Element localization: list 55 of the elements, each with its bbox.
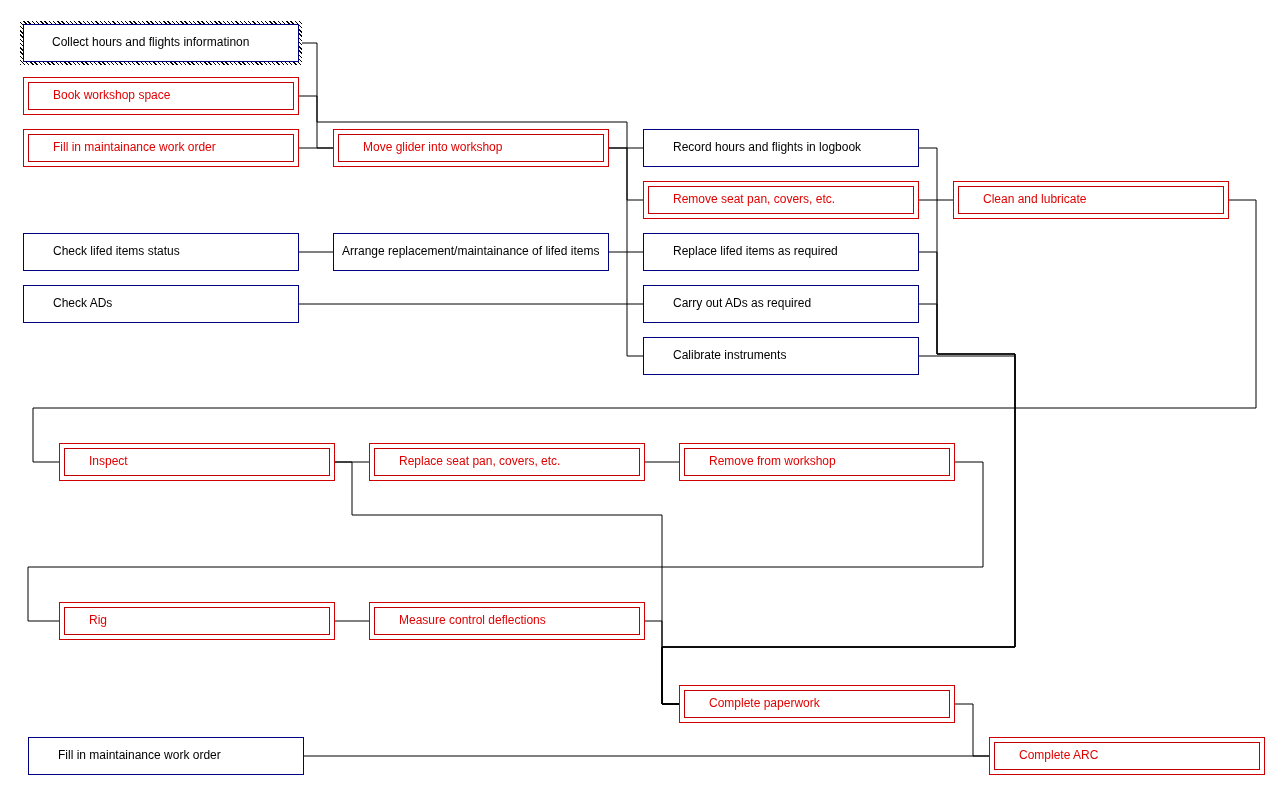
task-box xyxy=(23,77,299,115)
task-box xyxy=(369,602,645,640)
task-label: Calibrate instruments xyxy=(673,348,787,362)
task-label: Check ADs xyxy=(53,296,113,310)
connector-line xyxy=(608,147,644,357)
task-label: Record hours and flights in logbook xyxy=(673,140,862,154)
task-label: Book workshop space xyxy=(53,88,171,102)
task-box xyxy=(333,233,609,271)
connector-line xyxy=(644,620,680,705)
connector-line xyxy=(334,620,370,622)
task-label: Move glider into workshop xyxy=(363,140,503,154)
task-box xyxy=(23,129,299,167)
connector-line xyxy=(303,755,990,757)
task-label: Replace seat pan, covers, etc. xyxy=(399,454,561,468)
task-box xyxy=(20,21,302,65)
task-box xyxy=(23,233,299,271)
connector-line xyxy=(298,303,644,305)
task-label: Fill in maintainance work order xyxy=(53,140,216,154)
task-label: Complete paperwork xyxy=(709,696,820,710)
task-box xyxy=(28,737,304,775)
connector-line xyxy=(918,199,954,201)
task-label: Measure control deflections xyxy=(399,613,546,627)
task-box xyxy=(59,602,335,640)
task-label: Carry out ADs as required xyxy=(673,296,812,310)
task-box xyxy=(369,443,645,481)
task-label: Fill in maintainance work order xyxy=(58,748,221,762)
task-label: Clean and lubricate xyxy=(983,192,1087,206)
task-box xyxy=(643,181,919,219)
task-box xyxy=(333,129,609,167)
task-box xyxy=(953,181,1229,219)
connector-line xyxy=(301,42,644,149)
connector-line xyxy=(298,147,334,149)
task-box xyxy=(679,443,955,481)
task-box xyxy=(59,443,335,481)
connector-line xyxy=(298,251,334,253)
task-label: Arrange replacement/maintainance of lifed items xyxy=(342,244,600,258)
connector-line xyxy=(644,461,680,463)
task-label: Replace lifed items as required xyxy=(673,244,838,258)
task-box xyxy=(643,129,919,167)
task-label: Check lifed items status xyxy=(53,244,180,258)
task-box xyxy=(643,285,919,323)
connector-line xyxy=(27,461,984,622)
task-box xyxy=(989,737,1265,775)
task-label: Complete ARC xyxy=(1019,748,1099,762)
task-label: Rig xyxy=(89,613,107,627)
connector-line xyxy=(608,251,644,253)
task-box xyxy=(643,337,919,375)
connector-line xyxy=(32,199,1257,463)
task-label: Remove from workshop xyxy=(709,454,836,468)
task-label: Remove seat pan, covers, etc. xyxy=(673,192,836,206)
task-label: Collect hours and flights informatinon xyxy=(52,35,250,49)
task-box xyxy=(643,233,919,271)
task-label: Inspect xyxy=(89,454,128,468)
task-box xyxy=(23,285,299,323)
task-box xyxy=(679,685,955,723)
